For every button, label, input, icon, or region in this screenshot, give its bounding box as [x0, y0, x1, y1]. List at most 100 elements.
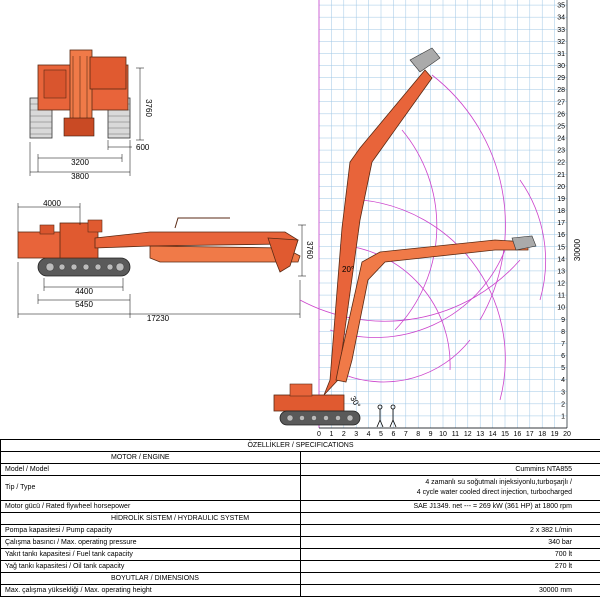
spec-row: Yakıt tankı kapasitesi / Fuel tank capac… — [0, 548, 600, 561]
y-tick-label: 24 — [557, 136, 565, 143]
reach-arcs — [299, 74, 547, 401]
x-tick-label: 16 — [514, 431, 522, 438]
y-tick-label: 8 — [561, 329, 565, 336]
y-tick-label: 35 — [557, 3, 565, 10]
y-tick-label: 5 — [561, 365, 565, 372]
x-tick-label: 3 — [354, 431, 358, 438]
spec-label: Motor gücü / Rated flywheel horsepower — [0, 500, 301, 513]
spec-label: Çalışma basıncı / Max. operating pressur… — [0, 536, 301, 549]
y-tick-label: 31 — [557, 51, 565, 58]
y-tick-label: 13 — [557, 268, 565, 275]
spec-label: Max. çalışma yüksekliği / Max. operating… — [0, 584, 301, 597]
y-tick-label: 34 — [557, 15, 565, 22]
section-header-blank — [299, 572, 600, 585]
human-figures — [376, 404, 397, 428]
spec-row: Max. çalışma yüksekliği / Max. operating… — [0, 584, 600, 597]
spec-value: SAE J1349. net --- = 269 kW (361 HP) at … — [299, 500, 600, 513]
angle-lower-label: 30° — [348, 395, 362, 410]
y-tick-label: 33 — [557, 27, 565, 34]
x-tick-label: 9 — [429, 431, 433, 438]
spec-value: 340 bar — [299, 536, 600, 549]
outer-width-label: 3800 — [71, 172, 89, 181]
spec-row: Çalışma basıncı / Max. operating pressur… — [0, 536, 600, 549]
y-tick-label: 17 — [557, 220, 565, 227]
spec-value: 270 lt — [299, 560, 600, 573]
x-tick-label: 10 — [439, 431, 447, 438]
top-view-height-label: 3760 — [144, 99, 153, 117]
y-tick-label: 2 — [561, 401, 565, 408]
y-tick-label: 15 — [557, 244, 565, 251]
section-header: HİDROLİK SİSTEM / HYDRAULIC SYSTEM — [0, 512, 301, 525]
y-tick-label: 9 — [561, 317, 565, 324]
spec-value: 700 lt — [299, 548, 600, 561]
y-tick-label: 21 — [557, 172, 565, 179]
x-tick-label: 18 — [538, 431, 546, 438]
x-tick-label: 8 — [416, 431, 420, 438]
section-header-row: MOTOR / ENGINE — [0, 451, 600, 464]
spec-row: Tip / Type 4 zamanlı su soğutmalı injeksi… — [0, 475, 600, 501]
x-tick-label: 2 — [342, 431, 346, 438]
specs-title-row: ÖZELLİKLER / SPECIFICATIONS — [0, 439, 600, 452]
y-tick-label: 4 — [561, 377, 565, 384]
specs-title: ÖZELLİKLER / SPECIFICATIONS — [0, 439, 600, 452]
y-tick-label: 3 — [561, 389, 565, 396]
side-view-drawing — [17, 217, 301, 277]
track-length-label: 4400 — [75, 287, 93, 296]
spec-label: Model / Model — [0, 463, 301, 476]
track-gap-label: 600 — [136, 143, 150, 152]
spec-value-line: 700 lt — [554, 550, 573, 558]
spec-label: Yağ tankı kapasitesi / Oil tank capacity — [0, 560, 301, 573]
y-tick-label: 32 — [557, 39, 565, 46]
side-view-height-label: 3760 — [305, 241, 314, 259]
spec-value-line: 4 cycle water cooled direct injection, t… — [416, 489, 573, 496]
y-tick-label: 29 — [557, 75, 565, 82]
inner-width-label: 3200 — [71, 158, 89, 167]
spec-label: Pompa kapasitesi / Pump capacity — [0, 524, 301, 537]
top-view-dimensions — [29, 67, 144, 176]
spec-value: 2 x 382 L/min — [299, 524, 600, 537]
spec-value-line: 4 zamanlı su soğutmalı injeksiyonlu,turb… — [425, 479, 573, 486]
y-tick-label: 26 — [557, 111, 565, 118]
x-tick-label: 17 — [526, 431, 534, 438]
spec-label: Tip / Type — [0, 475, 301, 501]
x-tick-label: 13 — [476, 431, 484, 438]
x-tick-label: 7 — [404, 431, 408, 438]
x-tick-label: 4 — [367, 431, 371, 438]
spec-value-line: SAE J1349. net --- = 269 kW (361 HP) at … — [413, 502, 573, 510]
y-tick-label: 19 — [557, 196, 565, 203]
spec-value-line: 270 lt — [554, 562, 573, 570]
spec-value-line: 2 x 382 L/min — [529, 526, 573, 534]
section-header-blank — [299, 451, 600, 464]
spec-label: Yakıt tankı kapasitesi / Fuel tank capac… — [0, 548, 301, 561]
section-header-blank — [299, 512, 600, 525]
spec-value-line: Cummins NTA855 — [515, 465, 573, 473]
spec-value-line: 340 bar — [548, 538, 573, 546]
y-tick-label: 14 — [557, 256, 565, 263]
angle-upper-label: 20° — [342, 265, 354, 274]
x-tick-label: 15 — [501, 431, 509, 438]
spec-row: Motor gücü / Rated flywheel horsepower SA… — [0, 500, 600, 513]
spec-value: 4 zamanlı su soğutmalı injeksiyonlu,turb… — [299, 475, 600, 501]
overall-length-label: 17230 — [147, 314, 170, 323]
top-view-drawing — [29, 49, 131, 139]
x-tick-label: 19 — [551, 431, 559, 438]
y-tick-label: 30 — [557, 63, 565, 70]
y-tick-label: 25 — [557, 123, 565, 130]
y-tick-label: 22 — [557, 160, 565, 167]
machine-working-view — [273, 47, 537, 426]
x-tick-label: 5 — [379, 431, 383, 438]
section-header-row: BOYUTLAR / DIMENSIONS — [0, 572, 600, 585]
x-tick-label: 11 — [452, 431, 459, 438]
section-header-row: HİDROLİK SİSTEM / HYDRAULIC SYSTEM — [0, 512, 600, 525]
x-tick-label: 12 — [464, 431, 472, 438]
y-tick-label: 18 — [557, 208, 565, 215]
y-tick-label: 20 — [557, 184, 565, 191]
x-tick-label: 14 — [489, 431, 497, 438]
y-tick-label: 7 — [561, 341, 565, 348]
y-tick-label: 1 — [561, 413, 565, 420]
y-tick-label: 12 — [557, 281, 565, 288]
section-header: BOYUTLAR / DIMENSIONS — [0, 572, 301, 585]
spec-row: Model / Model Cummins NTA855 — [0, 463, 600, 476]
